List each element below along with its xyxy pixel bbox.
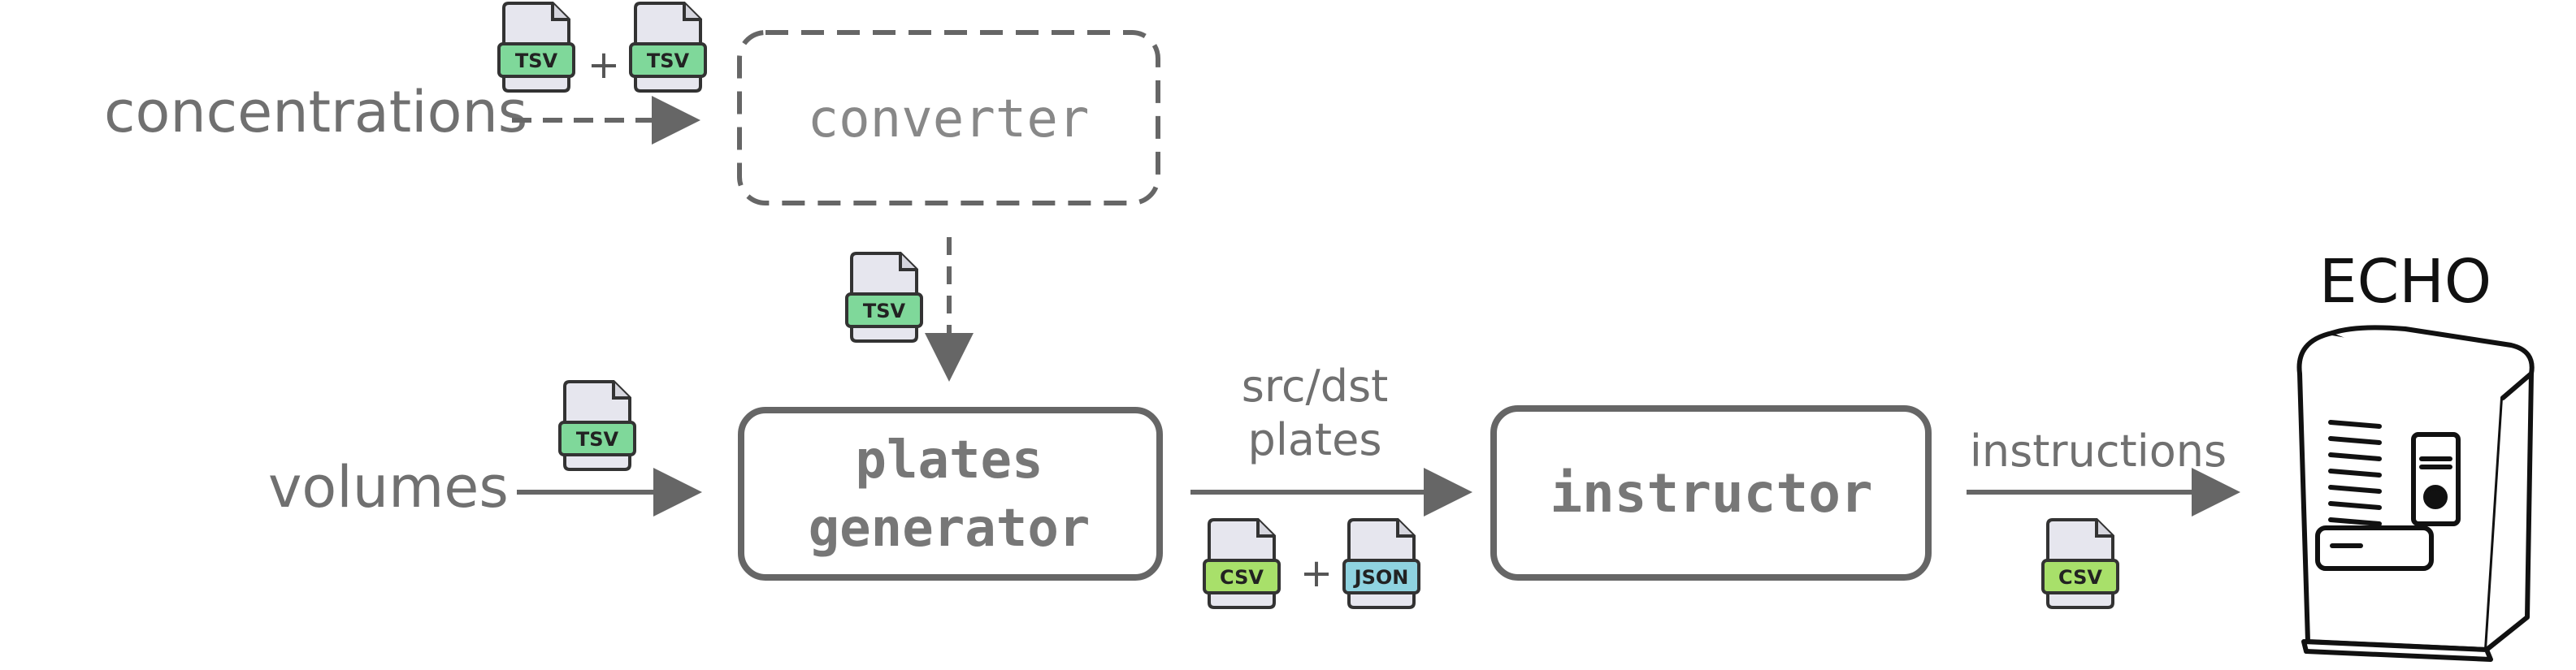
converter-label: converter — [808, 89, 1090, 149]
plates-generator-box — [738, 407, 1163, 581]
file-badge-label: CSV — [2058, 566, 2102, 589]
file-badge — [629, 42, 707, 78]
converter-box — [737, 30, 1160, 205]
json-file-icon: JSON — [1342, 518, 1420, 609]
tsv-file-icon: TSV — [497, 2, 575, 93]
instructor-box — [1490, 405, 1932, 581]
plus-sign: + — [588, 42, 620, 88]
tsv-file-icon: TSV — [629, 2, 707, 93]
echo-machine-icon — [2296, 325, 2535, 662]
file-badge — [1342, 559, 1420, 594]
plus-sign: + — [1300, 551, 1333, 596]
csv-file-icon: CSV — [2041, 518, 2119, 609]
file-badge — [2041, 559, 2119, 594]
file-badge — [497, 42, 575, 78]
file-badge-label: TSV — [576, 428, 619, 451]
echo-label: ECHO — [2319, 247, 2491, 317]
plates-generator-label-line2: generator — [809, 499, 1091, 559]
csv-file-icon: CSV — [1203, 518, 1281, 609]
file-badge — [558, 421, 636, 456]
plates-generator-label-line1: plates — [855, 430, 1043, 491]
instructions-label: instructions — [1970, 426, 2227, 477]
file-badge-label: CSV — [1220, 566, 1264, 589]
concentrations-label: concentrations — [104, 79, 527, 145]
instructor-label: instructor — [1550, 462, 1872, 525]
src-dst-label-line2: plates — [1248, 414, 1382, 465]
file-badge-label: TSV — [863, 300, 906, 322]
file-badge — [845, 292, 923, 328]
file-badge — [1203, 559, 1281, 594]
file-badge-label: TSV — [647, 50, 690, 72]
tsv-file-icon: TSV — [558, 380, 636, 471]
src-dst-label-line1: src/dst — [1242, 361, 1389, 412]
file-badge-label: TSV — [515, 50, 558, 72]
volumes-label: volumes — [268, 454, 509, 521]
tsv-file-icon: TSV — [845, 252, 923, 343]
file-badge-label: JSON — [1353, 566, 1409, 589]
